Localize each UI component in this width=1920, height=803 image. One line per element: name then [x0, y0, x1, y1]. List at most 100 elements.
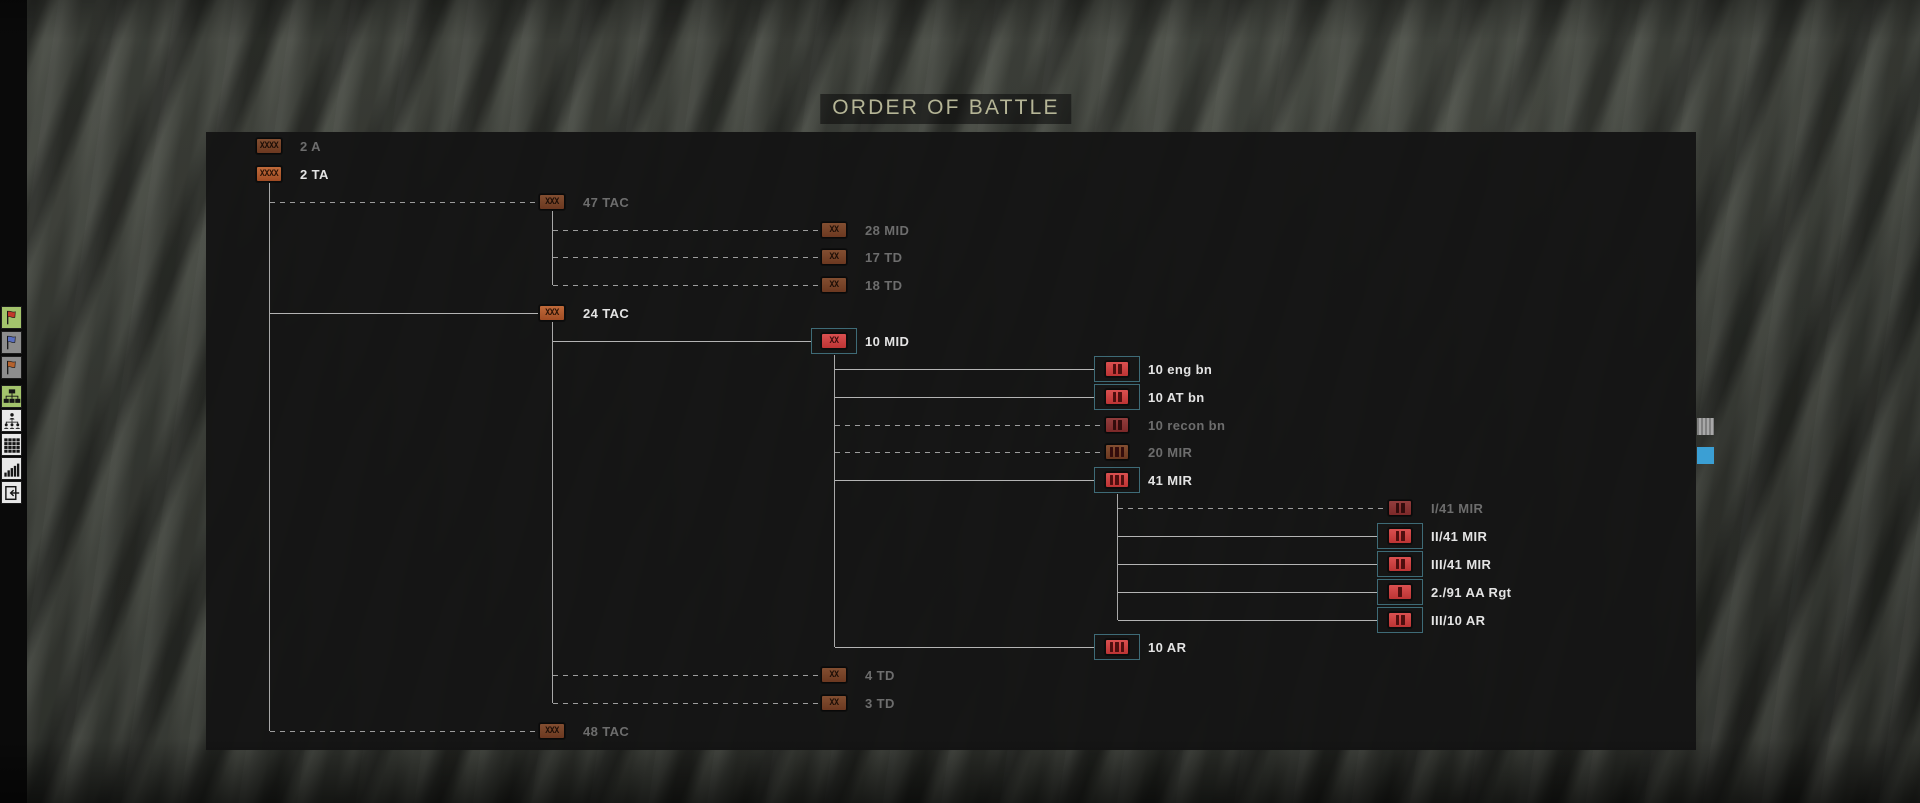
unit-node[interactable]: II/41 MIR [1377, 523, 1487, 549]
unit-label: I/41 MIR [1431, 500, 1484, 516]
connector-hline [270, 313, 538, 314]
unit-label: 10 AT bn [1148, 389, 1205, 405]
roster-grid-button[interactable] [1, 433, 22, 456]
unit-label: III/10 AR [1431, 612, 1486, 628]
unit-echelon-icon [1388, 528, 1412, 544]
unit-node[interactable]: XXXX 2 A [246, 133, 321, 159]
unit-echelon-icon: XX [821, 333, 847, 349]
blue-indicator[interactable] [1697, 447, 1714, 464]
connector-hline [1118, 620, 1377, 621]
unit-label: 24 TAC [583, 305, 630, 321]
unit-echelon-icon: XX [821, 277, 847, 293]
unit-node[interactable]: XXX 48 TAC [529, 718, 629, 744]
unit-label: 10 recon bn [1148, 417, 1226, 433]
unit-echelon-icon: XXX [539, 305, 565, 321]
unit-label: III/41 MIR [1431, 556, 1492, 572]
unit-echelon-icon [1105, 444, 1129, 460]
connector-hline [553, 230, 820, 231]
connector-hline [835, 647, 1094, 648]
selection-box [1377, 523, 1423, 549]
unit-label: 2 A [300, 138, 321, 154]
unit-label: 18 TD [865, 277, 903, 293]
unit-echelon-icon [1105, 639, 1129, 655]
selection-box: XX [811, 328, 857, 354]
orange-flag-button[interactable] [1, 356, 22, 379]
exit-button[interactable] [1, 481, 22, 504]
unit-label: 10 AR [1148, 639, 1187, 655]
connector-hline [835, 369, 1094, 370]
red-flag-icon [6, 310, 16, 325]
connector-hline [835, 425, 1104, 426]
unit-echelon-icon: XXX [539, 723, 565, 739]
unit-label: 48 TAC [583, 723, 630, 739]
unit-node[interactable]: 2./91 AA Rgt [1377, 579, 1511, 605]
unit-node[interactable]: 10 AT bn [1094, 384, 1205, 410]
unit-echelon-icon [1388, 556, 1412, 572]
personnel-chart-icon [3, 412, 20, 429]
unit-label: 28 MID [865, 222, 910, 238]
unit-node[interactable]: 10 eng bn [1094, 356, 1212, 382]
unit-label: 2./91 AA Rgt [1431, 584, 1512, 600]
unit-node[interactable]: III/10 AR [1377, 607, 1485, 633]
selection-box [1094, 467, 1140, 493]
connector-hline [553, 675, 820, 676]
unit-echelon-icon [1105, 417, 1129, 433]
unit-node[interactable]: XXX 24 TAC [529, 300, 629, 326]
org-chart-button[interactable] [1, 385, 22, 408]
connector-vline [269, 183, 270, 731]
connector-hline [553, 703, 820, 704]
unit-node[interactable]: 10 AR [1094, 634, 1186, 660]
selection-box [1377, 607, 1423, 633]
connector-hline [835, 397, 1094, 398]
selection-box [1094, 384, 1140, 410]
red-flag-button[interactable] [1, 306, 22, 329]
unit-echelon-icon [1388, 584, 1412, 600]
personnel-chart-button[interactable] [1, 409, 22, 432]
unit-label: 20 MIR [1148, 444, 1193, 460]
unit-label: 4 TD [865, 667, 895, 683]
connector-hline [835, 480, 1094, 481]
selection-box [1377, 579, 1423, 605]
roster-grid-icon [3, 437, 20, 453]
selection-box [1377, 551, 1423, 577]
org-chart-icon [3, 388, 20, 403]
blue-flag-button[interactable] [1, 331, 22, 354]
unit-node[interactable]: III/41 MIR [1377, 551, 1491, 577]
page-title: ORDER OF BATTLE [820, 94, 1072, 124]
connector-hline [270, 731, 538, 732]
connector-hline [553, 285, 820, 286]
unit-echelon-icon [1388, 612, 1412, 628]
unit-node[interactable]: XX 18 TD [811, 272, 902, 298]
unit-node[interactable]: I/41 MIR [1377, 495, 1483, 521]
unit-echelon-icon: XXXX [256, 166, 282, 182]
connector-hline [1118, 536, 1377, 537]
unit-echelon-icon [1105, 389, 1129, 405]
connector-hline [553, 257, 820, 258]
blue-flag-icon [6, 335, 16, 350]
unit-echelon-icon [1105, 361, 1129, 377]
exit-icon [4, 485, 19, 500]
unit-label: 47 TAC [583, 194, 630, 210]
unit-node[interactable]: 10 recon bn [1094, 412, 1225, 438]
unit-label: 2 TA [300, 166, 329, 182]
unit-echelon-icon [1105, 472, 1129, 488]
connector-hline [270, 202, 538, 203]
unit-label: 17 TD [865, 249, 903, 265]
unit-label: II/41 MIR [1431, 528, 1488, 544]
unit-node[interactable]: 41 MIR [1094, 467, 1192, 493]
unit-node[interactable]: 20 MIR [1094, 439, 1192, 465]
selection-box [1094, 634, 1140, 660]
unit-node[interactable]: XXXX 2 TA [246, 161, 329, 187]
unit-echelon-icon: XXXX [256, 138, 282, 154]
connector-vline [552, 322, 553, 703]
statistics-bars-button[interactable] [1, 457, 22, 480]
gray-indicator[interactable] [1697, 418, 1714, 435]
